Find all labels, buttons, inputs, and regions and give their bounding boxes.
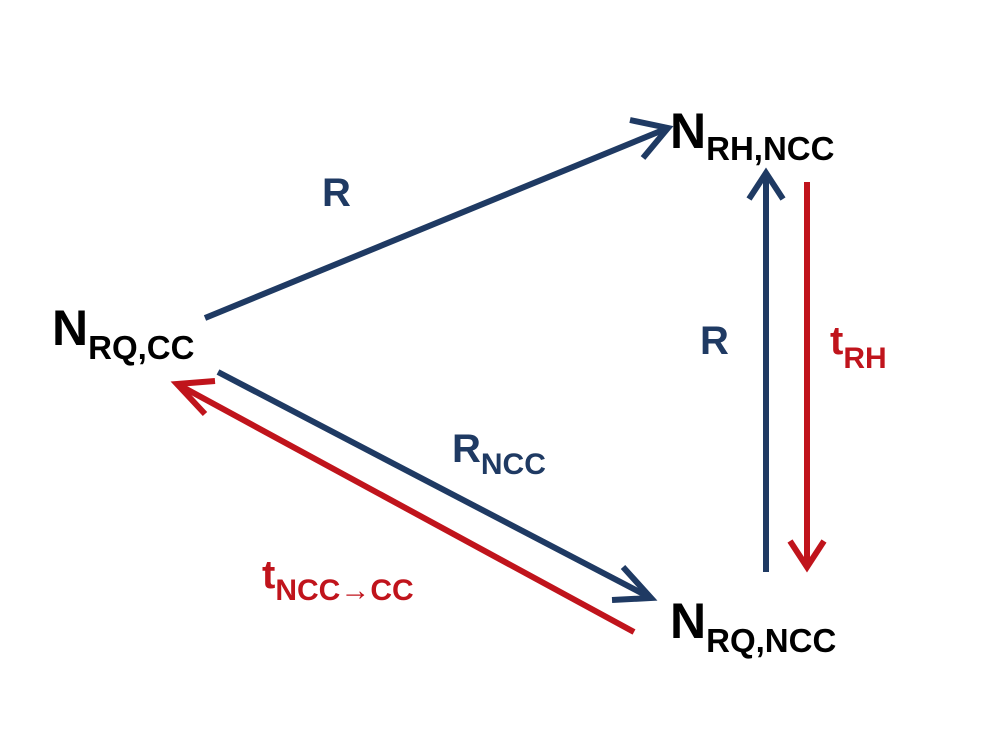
node-rq-cc: NRQ,CC	[52, 300, 194, 366]
arrow-rqncc-to-rhncc	[746, 167, 786, 572]
edge-label-r-ncc: RNCC	[452, 427, 546, 481]
arrow-rhncc-to-rqncc	[787, 182, 827, 573]
node-rh-ncc: NRH,NCC	[670, 103, 834, 167]
arrow-rqcc-to-rqncc	[216, 369, 658, 603]
edge-label-t-rh: tRH	[830, 319, 887, 375]
edge-label-t-ncc-cc: tNCC→CC	[262, 553, 414, 607]
node-rq-ncc: NRQ,NCC	[670, 593, 836, 659]
arrow-rqcc-to-rhncc	[203, 117, 674, 321]
edge-label-r-right: R	[700, 319, 729, 363]
arrow-rqncc-to-rqcc	[170, 378, 636, 635]
edge-label-r-top: R	[322, 171, 351, 215]
